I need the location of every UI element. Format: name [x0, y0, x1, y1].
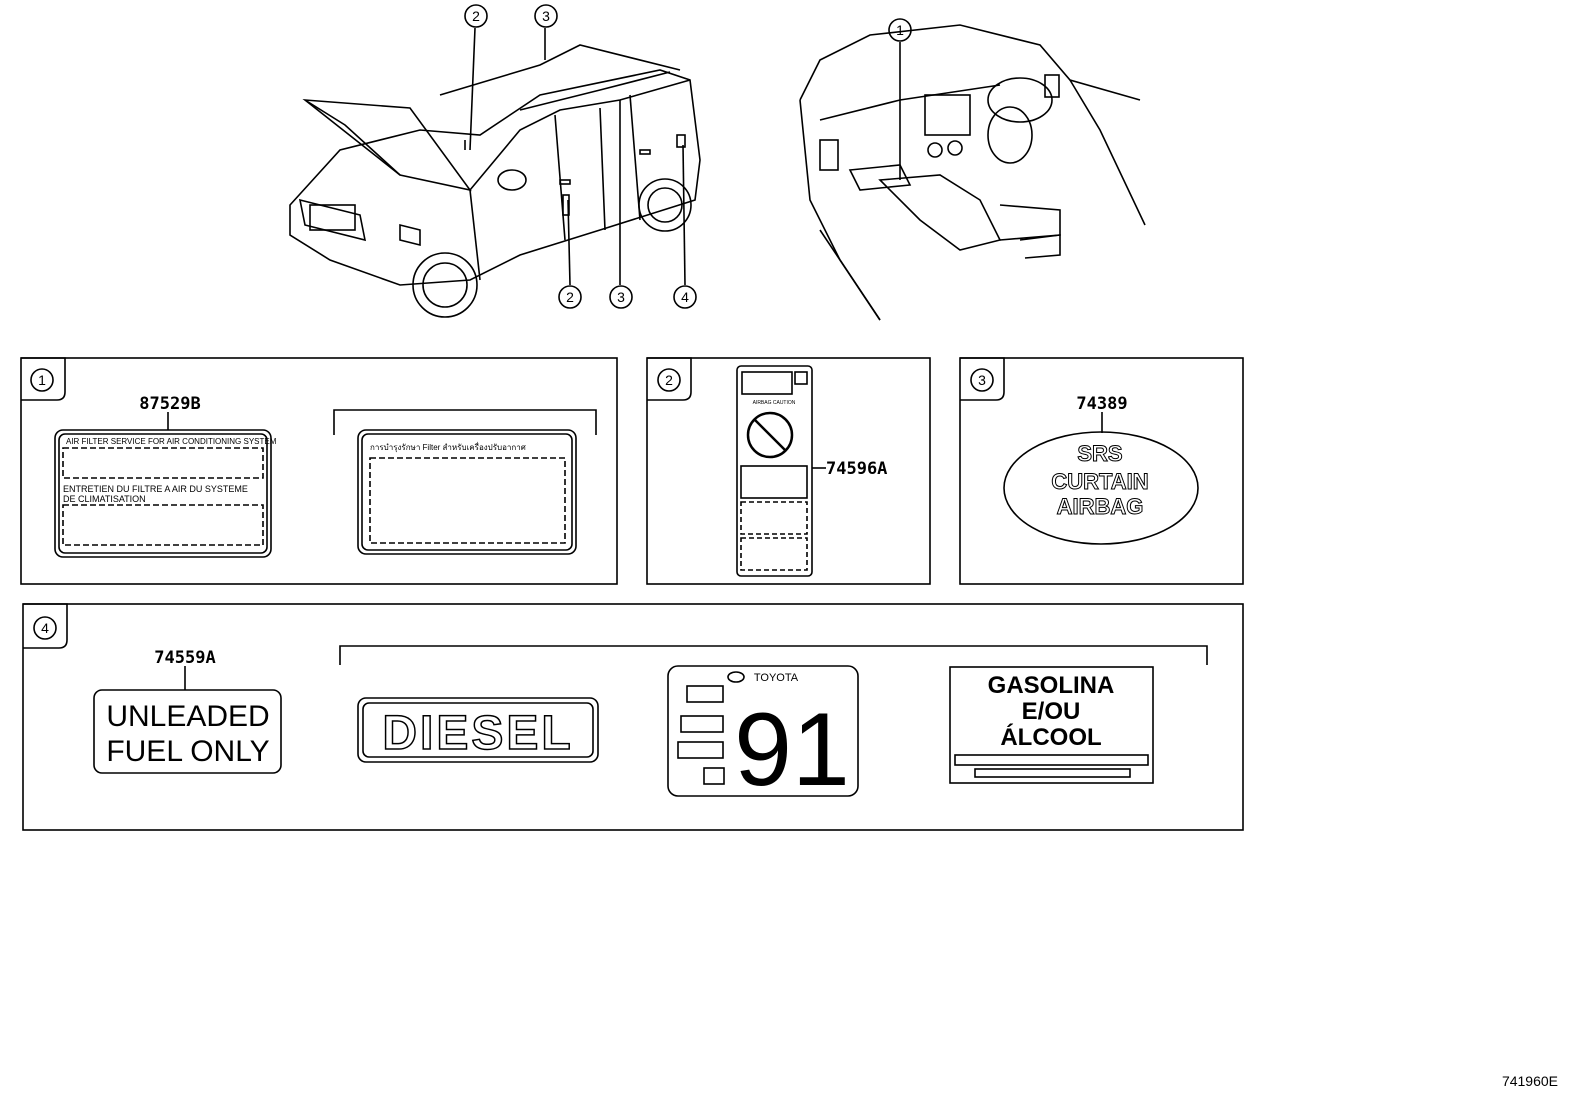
- unleaded-line2: FUEL ONLY: [106, 735, 269, 768]
- label-a-line2: ENTRETIEN DU FILTRE A AIR DU SYSTEME: [63, 484, 248, 494]
- part-number-74389: 74389: [1076, 394, 1127, 414]
- callout-4-bottom: 4: [681, 289, 689, 305]
- e-ou-text: E/OU: [1022, 698, 1081, 725]
- panel-1-callout: 1: [38, 372, 46, 388]
- callout-3-top: 3: [542, 8, 550, 24]
- diagram-id: 741960E: [1501, 1073, 1558, 1089]
- label-caution-text: AIRBAG CAUTION: [753, 400, 796, 406]
- vehicle-illustration: [289, 44, 701, 318]
- panel-4-callout: 4: [41, 620, 49, 636]
- part-number-87529B: 87529B: [139, 394, 200, 414]
- label-b-line1: การบำรุงรักษา Filter สำหรับเครื่องปรับอา…: [370, 441, 526, 452]
- srs-text: SRS: [1077, 441, 1122, 466]
- label-a-line3: DE CLIMATISATION: [63, 494, 146, 504]
- part-number-74596A: 74596A: [826, 459, 887, 479]
- callout-1-interior: 1: [896, 22, 904, 38]
- callout-3-bottom: 3: [617, 289, 625, 305]
- callout-2-bottom: 2: [566, 289, 574, 305]
- gasolina-text: GASOLINA: [988, 672, 1115, 699]
- part-number-74559A: 74559A: [154, 648, 215, 668]
- alcool-text: ÁLCOOL: [1000, 723, 1101, 751]
- unleaded-line1: UNLEADED: [106, 700, 269, 733]
- label-a-line1: AIR FILTER SERVICE FOR AIR CONDITIONING …: [66, 437, 277, 446]
- panel-2-callout: 2: [665, 372, 673, 388]
- diesel-text: DIESEL: [382, 707, 573, 760]
- panel-3-callout: 3: [978, 372, 986, 388]
- airbag-text: AIRBAG: [1057, 494, 1144, 519]
- interior-illustration: [799, 24, 1146, 321]
- octane-91: 91: [734, 692, 850, 808]
- curtain-text: CURTAIN: [1051, 469, 1148, 494]
- callout-2-top: 2: [472, 8, 480, 24]
- callout-texts: 2 3 2 3 4 1 1 2 3 4: [38, 8, 986, 636]
- toyota-brand: TOYOTA: [754, 672, 799, 684]
